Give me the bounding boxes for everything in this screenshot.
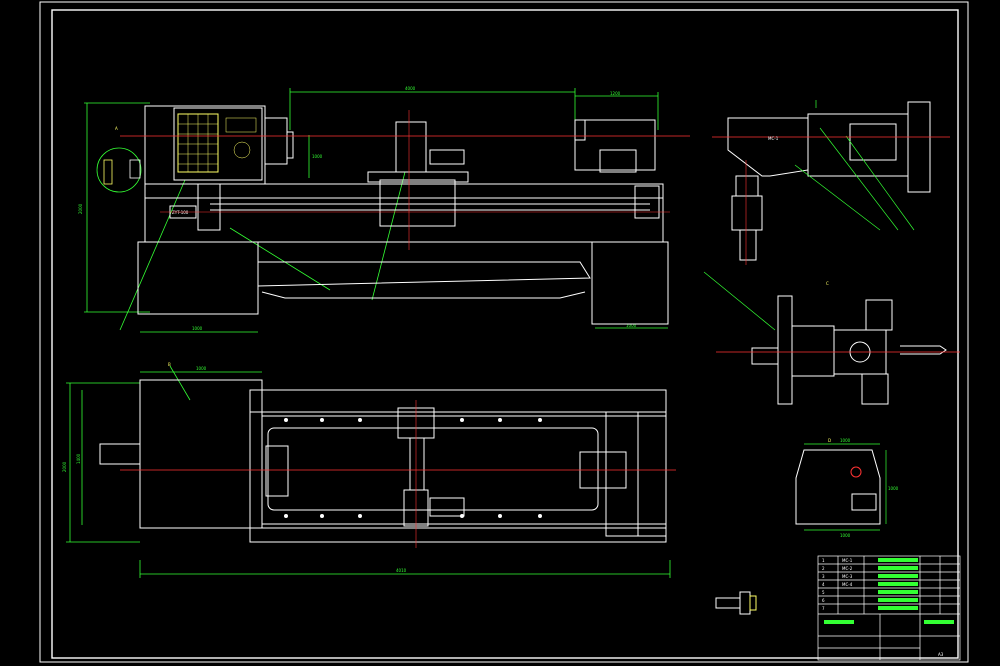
tb-row-5: 5 xyxy=(822,590,825,595)
label-view-c: C xyxy=(826,281,829,286)
front-elevation-view: 4000 1200 2000 1000 1000 1000 xyxy=(78,86,690,333)
label-view-a: A xyxy=(115,126,118,131)
tb-row-1: 1 xyxy=(822,558,825,563)
dim-plan-top: 1000 xyxy=(196,366,207,371)
title-block xyxy=(817,555,961,661)
label-motor-tag: ZYT-100 xyxy=(172,210,189,215)
dim-plan-inner: 1400 xyxy=(76,453,81,464)
dim-bottom-right: 1000 xyxy=(626,323,637,328)
front-dimensions xyxy=(84,88,668,333)
dim-box-width: 1000 xyxy=(840,533,851,538)
front-outlines xyxy=(137,105,669,325)
dim-center-height: 1000 xyxy=(312,154,323,159)
tb-row-6: 6 xyxy=(822,598,825,603)
box-view-d: 1000 1000 1000 D xyxy=(795,438,899,538)
section-c-view xyxy=(716,295,960,405)
small-part-detail xyxy=(715,591,757,615)
tb-code-4: MC-4 xyxy=(842,582,853,587)
tb-code-2: MC-2 xyxy=(842,566,853,571)
plan-bolts xyxy=(284,418,542,518)
tb-row-7: 7 xyxy=(822,606,825,611)
tb-code-3: MC-3 xyxy=(842,574,853,579)
part-tag-mc1: MC-1 xyxy=(768,136,779,141)
dim-left-height: 2000 xyxy=(78,203,83,214)
dim-plan-height: 2000 xyxy=(62,461,67,472)
plan-dimensions xyxy=(66,365,671,578)
dim-top-right: 1200 xyxy=(610,91,621,96)
control-panel-keys xyxy=(178,114,257,172)
tb-scale: A3 xyxy=(938,652,944,657)
dim-box-top: 1000 xyxy=(840,438,851,443)
tb-row-2: 2 xyxy=(822,566,825,571)
tb-row-3: 3 xyxy=(822,574,825,579)
tb-row-4: 4 xyxy=(822,582,825,587)
dim-plan-width: 4010 xyxy=(396,568,407,573)
sheet-border xyxy=(39,1,969,663)
tb-code-1: MC-1 xyxy=(842,558,853,563)
detail-circle-a xyxy=(96,147,142,193)
dim-bottom-left: 1000 xyxy=(192,326,203,331)
plan-view: 2000 1400 4010 1000 B xyxy=(62,362,676,578)
title-block-fills xyxy=(824,558,954,624)
label-view-d: D xyxy=(828,438,831,443)
side-view-top-right: MC-1 C xyxy=(703,100,950,331)
label-view-b: B xyxy=(168,362,171,367)
dim-box-height: 1000 xyxy=(888,486,899,491)
dim-top-span: 4000 xyxy=(405,86,416,91)
